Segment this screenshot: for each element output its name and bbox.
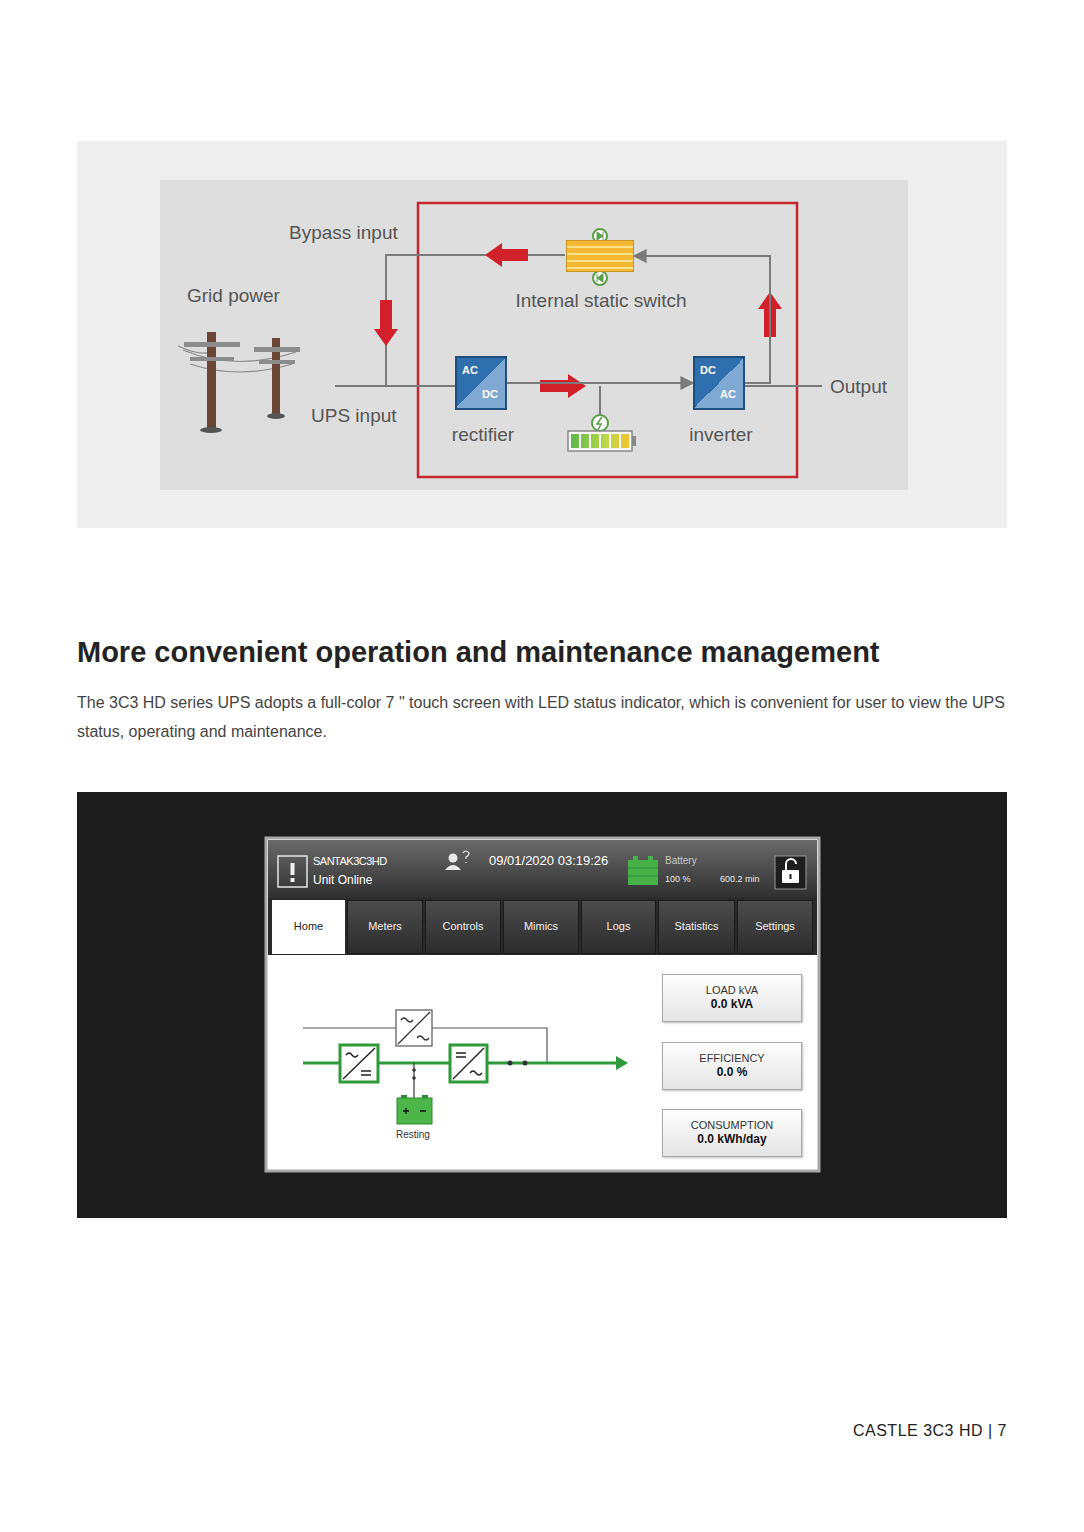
menu-tab: Settings [737, 900, 813, 954]
wires [335, 255, 822, 414]
chip-label: DC [700, 364, 716, 378]
meter-card: EFFICIENCY0.0 % [662, 1042, 802, 1090]
power-connector [507, 382, 693, 384]
battery-icon [568, 415, 636, 451]
unit-status: Unit Online [313, 873, 372, 887]
input-label: Bypass input [289, 222, 398, 244]
card-value: 0.0 kWh/day [697, 1132, 766, 1147]
battery-state: Resting [396, 1129, 430, 1140]
screen-panel [77, 792, 1007, 1218]
card-value: 0.0 % [717, 1065, 748, 1080]
menu-tab: Home [272, 900, 345, 954]
input-label: UPS input [311, 405, 397, 427]
menu-tab: Mimics [503, 900, 579, 954]
tab-label: Mimics [524, 920, 558, 934]
page-footer: CASTLE 3C3 HD | 7 [853, 1422, 1007, 1440]
tab-label: Home [294, 920, 323, 934]
body-paragraph: The 3C3 HD series UPS adopts a full-colo… [77, 688, 1012, 746]
card-value: 0.0 kVA [711, 997, 753, 1012]
menu-tab: Statistics [658, 900, 735, 954]
tab-label: Controls [443, 920, 484, 934]
meter-card: CONSUMPTION0.0 kWh/day [662, 1109, 802, 1157]
header-icons [278, 851, 806, 889]
battery-charge: 100 % [665, 874, 691, 884]
tab-label: Settings [755, 920, 795, 934]
chip-label: AC [462, 364, 478, 378]
tab-bar [268, 898, 817, 955]
output-label: Output [830, 376, 887, 398]
ups-mimic [303, 1010, 628, 1124]
status-bar [268, 840, 817, 898]
static-switch: Internal static switch [566, 240, 634, 272]
input-label: Grid power [187, 285, 280, 307]
chip-label: DC [482, 388, 498, 402]
component-label: rectifier [447, 423, 519, 447]
component-label: Internal static switch [505, 289, 697, 313]
inverter-module: DCACinverter [693, 356, 745, 410]
tab-label: Meters [368, 920, 402, 934]
section-heading: More convenient operation and maintenanc… [77, 636, 880, 669]
tab-label: Statistics [674, 920, 718, 934]
chip-label: AC [720, 388, 736, 402]
date-time: 09/01/2020 03:19:26 [489, 853, 608, 868]
ups-enclosure [418, 203, 797, 477]
card-title: CONSUMPTION [691, 1119, 774, 1133]
tab-label: Logs [607, 920, 631, 934]
menu-tab: Meters [347, 900, 423, 954]
card-title: LOAD kVA [706, 984, 758, 998]
power-poles [178, 332, 300, 433]
battery-runtime: 600.2 min [720, 874, 760, 884]
card-title: EFFICIENCY [699, 1052, 764, 1066]
panel-ground [77, 141, 1007, 528]
meter-card: LOAD kVA0.0 kVA [662, 974, 802, 1022]
touch-screen [266, 838, 819, 1171]
component-label: inverter [685, 423, 757, 447]
battery-title: Battery [665, 855, 697, 866]
device-name: SANTAK3C3HD [313, 855, 387, 867]
diagram-ground [160, 180, 908, 490]
menu-tab: Controls [425, 900, 501, 954]
menu-tab: Logs [581, 900, 656, 954]
rectifier-module: ACDCrectifier [455, 356, 507, 410]
